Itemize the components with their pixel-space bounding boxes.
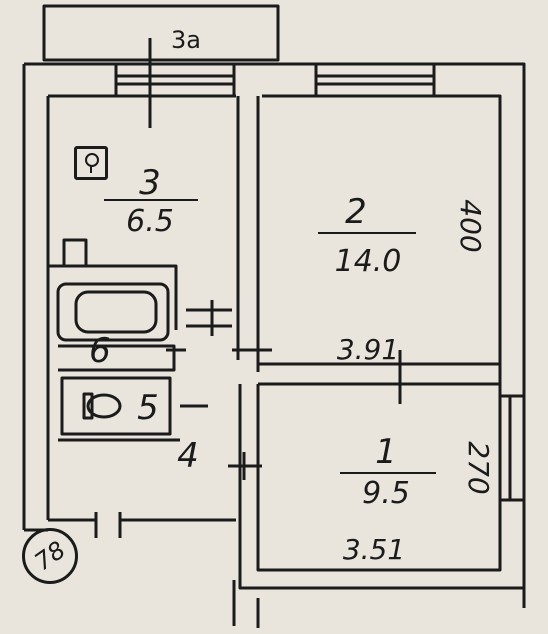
hall-number: 4	[177, 436, 199, 476]
room-3-number: 3	[139, 163, 161, 203]
bath-wall	[58, 344, 176, 372]
room-1-area: 9.5	[362, 476, 410, 511]
stair-badge-label: 78	[29, 535, 71, 577]
toilet-tank	[82, 392, 94, 420]
room-1-length-dimension: 270	[462, 441, 495, 495]
room1-outer-walls	[238, 384, 524, 590]
room-2-fraction-bar	[318, 232, 416, 234]
wc-room	[60, 376, 172, 436]
bath-number: 6	[89, 331, 111, 371]
balcony-outline	[42, 4, 280, 62]
balcony-label: 3a	[171, 26, 201, 54]
entrance-wall	[48, 512, 236, 538]
room-3-fraction-bar	[104, 199, 198, 201]
stair-badge: 78	[22, 528, 78, 584]
window-room1	[498, 394, 526, 502]
wc-number: 5	[137, 388, 159, 428]
room-1-number: 1	[375, 432, 397, 472]
toilet-bowl	[86, 393, 122, 419]
room-2-area: 14.0	[334, 244, 402, 279]
room-3-area: 6.5	[126, 204, 174, 239]
kitchen-meter-icon	[74, 146, 108, 180]
window-kitchen	[114, 62, 236, 98]
bathtub	[56, 282, 170, 342]
room-2-number: 2	[345, 192, 367, 232]
room-2-length-dimension: 400	[454, 199, 487, 253]
partition-room2-room1	[258, 362, 500, 386]
partition-kitchen-room2	[236, 96, 260, 372]
kitchen-bottom-wall	[48, 264, 178, 330]
room-2-width-dimension: 3.91	[336, 333, 400, 366]
room-1-fraction-bar	[340, 472, 436, 474]
window-room2	[314, 62, 436, 98]
stove-symbol	[62, 238, 88, 268]
room-1-width-dimension: 3.51	[342, 533, 406, 566]
bottom-wall-fragments	[232, 580, 260, 628]
bathtub-inner	[74, 290, 158, 334]
